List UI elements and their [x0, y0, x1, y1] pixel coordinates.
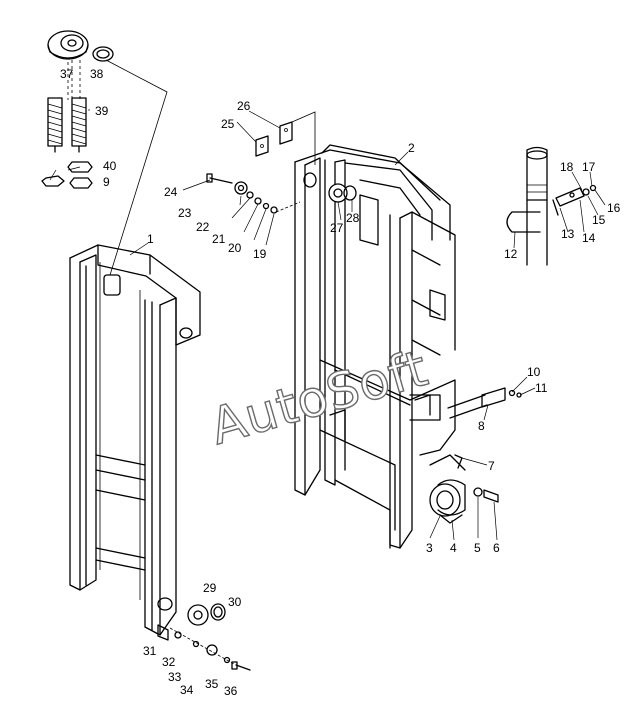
label-part-21: 21	[212, 232, 226, 246]
label-part-34: 34	[180, 683, 194, 697]
label-part-22: 22	[196, 220, 210, 234]
label-part-4: 4	[450, 541, 457, 555]
bottom-right-parts	[437, 387, 522, 524]
right-parts	[506, 146, 597, 266]
label-part-7: 7	[488, 459, 495, 473]
label-part-9: 9	[103, 175, 110, 189]
label-part-6: 6	[493, 541, 500, 555]
label-part-25: 25	[221, 117, 235, 131]
top-parts	[41, 30, 168, 276]
label-part-12: 12	[504, 247, 518, 261]
label-part-24: 24	[164, 185, 178, 199]
bottom-left-parts	[169, 603, 251, 671]
label-part-37: 37	[60, 67, 74, 81]
label-part-5: 5	[474, 541, 481, 555]
part-labels: 1 2 3 4 5 6 7 8 9 10 11 12 13 14 15 16 1…	[60, 67, 621, 698]
label-part-15: 15	[592, 213, 606, 227]
inner-mast	[294, 144, 466, 549]
label-part-35: 35	[205, 677, 219, 691]
label-part-36: 36	[224, 684, 238, 698]
label-part-32: 32	[162, 655, 176, 669]
label-part-2: 2	[408, 141, 415, 155]
label-part-11: 11	[535, 381, 548, 395]
outer-mast	[69, 244, 201, 641]
label-part-13: 13	[561, 227, 575, 241]
label-part-1: 1	[147, 232, 154, 246]
side-parts	[206, 111, 316, 214]
leader-lines	[49, 109, 606, 541]
label-part-26: 26	[237, 99, 251, 113]
label-part-29: 29	[203, 581, 217, 595]
label-part-28: 28	[346, 211, 360, 225]
label-part-14: 14	[582, 231, 596, 245]
label-part-27: 27	[330, 221, 344, 235]
label-part-3: 3	[426, 541, 433, 555]
label-part-20: 20	[228, 241, 242, 255]
label-part-23: 23	[178, 206, 192, 220]
label-part-30: 30	[228, 595, 242, 609]
label-part-38: 38	[90, 67, 104, 81]
label-part-19: 19	[253, 247, 267, 261]
label-part-17: 17	[582, 160, 596, 174]
label-part-39: 39	[95, 104, 109, 118]
label-part-31: 31	[143, 644, 157, 658]
label-part-8: 8	[478, 419, 485, 433]
label-part-40: 40	[103, 159, 117, 173]
label-part-16: 16	[607, 201, 621, 215]
label-part-18: 18	[560, 160, 574, 174]
label-part-33: 33	[168, 670, 182, 684]
label-part-10: 10	[527, 365, 541, 379]
